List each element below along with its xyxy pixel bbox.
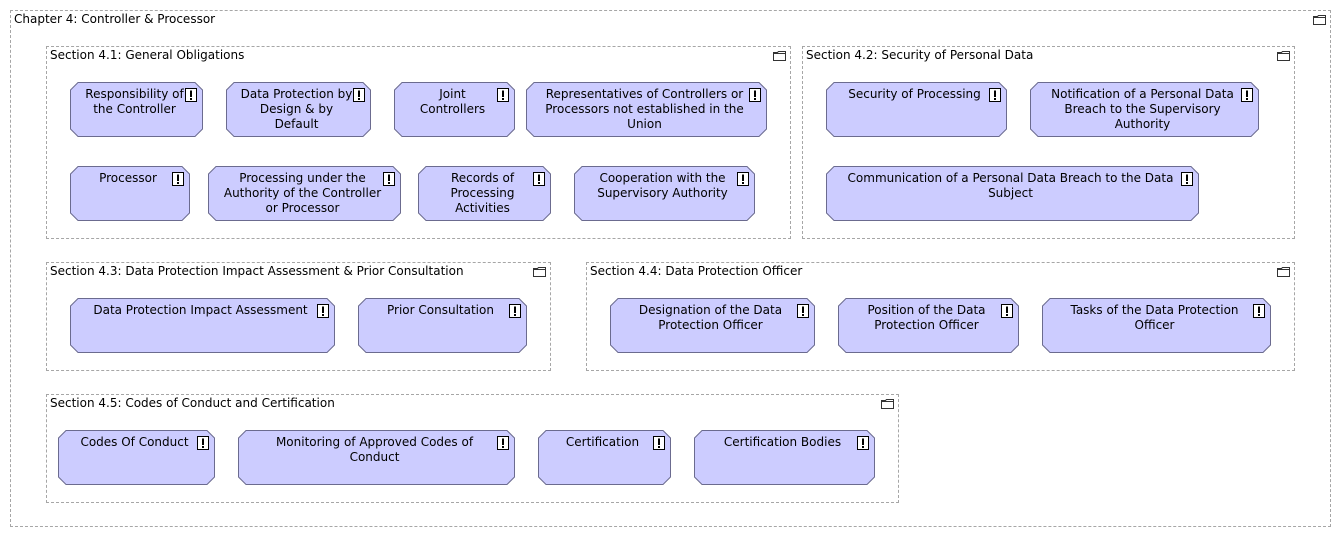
requirement-shape xyxy=(70,166,190,221)
folder-icon xyxy=(881,399,894,409)
requirement-shape xyxy=(358,298,527,353)
exclamation-icon xyxy=(533,172,545,186)
requirement-notification-breach[interactable]: Notification of a Personal Data Breach t… xyxy=(1030,82,1259,137)
requirement-label: Data Protection Impact Assessment xyxy=(93,303,308,317)
requirement-label: Processing under the Authority of the Co… xyxy=(223,171,382,215)
requirement-label: Codes Of Conduct xyxy=(80,435,189,449)
requirement-shape xyxy=(394,82,515,137)
requirement-processor[interactable]: Processor xyxy=(70,166,190,221)
folder-icon xyxy=(1313,15,1326,25)
requirement-shape xyxy=(574,166,755,221)
exclamation-icon xyxy=(383,172,395,186)
requirement-shape xyxy=(826,166,1199,221)
requirement-shape xyxy=(1042,298,1271,353)
requirement-shape xyxy=(238,430,515,485)
folder-icon xyxy=(533,267,546,277)
section-title: Section 4.1: General Obligations xyxy=(50,48,245,62)
requirement-monitoring-codes[interactable]: Monitoring of Approved Codes of Conduct xyxy=(238,430,515,485)
exclamation-icon xyxy=(1001,304,1013,318)
exclamation-icon xyxy=(353,88,365,102)
requirement-shape xyxy=(838,298,1019,353)
requirement-dpia[interactable]: Data Protection Impact Assessment xyxy=(70,298,335,353)
requirement-certification[interactable]: Certification xyxy=(538,430,671,485)
requirement-shape xyxy=(538,430,671,485)
requirement-label: Representatives of Controllers or Proces… xyxy=(545,87,744,131)
requirement-shape xyxy=(610,298,815,353)
requirement-label: Tasks of the Data Protection Officer xyxy=(1070,303,1239,332)
exclamation-icon xyxy=(497,436,509,450)
requirement-label: Communication of a Personal Data Breach … xyxy=(847,171,1174,200)
section-title: Section 4.3: Data Protection Impact Asse… xyxy=(50,264,464,278)
requirement-label: Data Protection by Design & by Default xyxy=(240,87,353,131)
exclamation-icon xyxy=(857,436,869,450)
exclamation-icon xyxy=(1253,304,1265,318)
requirement-representatives[interactable]: Representatives of Controllers or Proces… xyxy=(526,82,767,137)
folder-icon xyxy=(1277,267,1290,277)
requirement-data-protection-by-design[interactable]: Data Protection by Design & by Default xyxy=(226,82,371,137)
requirement-label: Records of Processing Activities xyxy=(450,171,515,215)
exclamation-icon xyxy=(509,304,521,318)
requirement-label: Security of Processing xyxy=(848,87,981,101)
exclamation-icon xyxy=(185,88,197,102)
requirement-shape xyxy=(1030,82,1259,137)
requirement-label: Monitoring of Approved Codes of Conduct xyxy=(275,435,474,464)
exclamation-icon xyxy=(989,88,1001,102)
requirement-label: Notification of a Personal Data Breach t… xyxy=(1051,87,1234,131)
section-title: Section 4.4: Data Protection Officer xyxy=(590,264,803,278)
requirement-label: Certification Bodies xyxy=(723,435,842,449)
requirement-shape xyxy=(208,166,401,221)
requirement-cooperation-supervisory[interactable]: Cooperation with the Supervisory Authori… xyxy=(574,166,755,221)
requirement-codes-of-conduct[interactable]: Codes Of Conduct xyxy=(58,430,215,485)
exclamation-icon xyxy=(749,88,761,102)
requirement-security-of-processing[interactable]: Security of Processing xyxy=(826,82,1007,137)
requirement-shape xyxy=(226,82,371,137)
requirement-shape xyxy=(826,82,1007,137)
section-title: Section 4.5: Codes of Conduct and Certif… xyxy=(50,396,335,410)
requirement-shape xyxy=(58,430,215,485)
requirement-tasks-dpo[interactable]: Tasks of the Data Protection Officer xyxy=(1042,298,1271,353)
requirement-processing-under-authority[interactable]: Processing under the Authority of the Co… xyxy=(208,166,401,221)
requirement-label: Cooperation with the Supervisory Authori… xyxy=(597,171,728,200)
requirement-designation-dpo[interactable]: Designation of the Data Protection Offic… xyxy=(610,298,815,353)
exclamation-icon xyxy=(497,88,509,102)
exclamation-icon xyxy=(1241,88,1253,102)
exclamation-icon xyxy=(172,172,184,186)
exclamation-icon xyxy=(797,304,809,318)
requirement-certification-bodies[interactable]: Certification Bodies xyxy=(694,430,875,485)
requirement-shape xyxy=(418,166,551,221)
requirement-label: Designation of the Data Protection Offic… xyxy=(638,303,783,332)
requirement-label: Processor xyxy=(99,171,157,185)
exclamation-icon xyxy=(1181,172,1193,186)
requirement-label: Prior Consultation xyxy=(387,303,494,317)
requirement-prior-consultation[interactable]: Prior Consultation xyxy=(358,298,527,353)
folder-icon xyxy=(773,51,786,61)
exclamation-icon xyxy=(197,436,209,450)
requirement-shape xyxy=(70,298,335,353)
requirement-shape xyxy=(70,82,203,137)
requirement-communication-breach[interactable]: Communication of a Personal Data Breach … xyxy=(826,166,1199,221)
requirement-shape xyxy=(694,430,875,485)
exclamation-icon xyxy=(737,172,749,186)
section-title: Section 4.2: Security of Personal Data xyxy=(806,48,1034,62)
exclamation-icon xyxy=(653,436,665,450)
requirement-label: Responsibility of the Controller xyxy=(85,87,184,116)
chapter-title: Chapter 4: Controller & Processor xyxy=(14,12,216,26)
exclamation-icon xyxy=(317,304,329,318)
requirement-label: Joint Controllers xyxy=(419,87,486,116)
requirement-responsibility-of-controller[interactable]: Responsibility of the Controller xyxy=(70,82,203,137)
requirement-joint-controllers[interactable]: Joint Controllers xyxy=(394,82,515,137)
requirement-label: Certification xyxy=(565,435,640,449)
requirement-position-dpo[interactable]: Position of the Data Protection Officer xyxy=(838,298,1019,353)
requirement-label: Position of the Data Protection Officer xyxy=(867,303,986,332)
requirement-records-of-processing[interactable]: Records of Processing Activities xyxy=(418,166,551,221)
requirement-shape xyxy=(526,82,767,137)
folder-icon xyxy=(1277,51,1290,61)
